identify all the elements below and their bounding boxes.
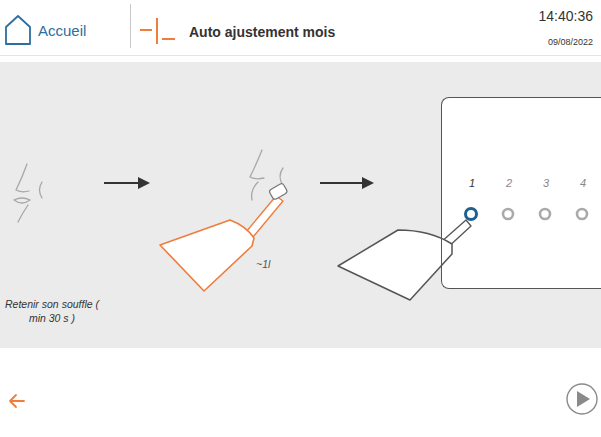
- device-panel-fill: [441, 97, 601, 289]
- port-circle: [540, 209, 550, 219]
- step-arrowhead: [138, 177, 150, 189]
- port-number: 2: [506, 177, 512, 189]
- face-holding-breath: [14, 164, 42, 222]
- port-circle: [577, 209, 587, 219]
- device-panel: 1 2 3 4: [441, 97, 601, 289]
- home-link: Accueil: [38, 22, 86, 39]
- step-arrow: [104, 182, 142, 184]
- mode-icon: [140, 18, 175, 44]
- port-circle: [503, 209, 513, 219]
- port-number: 4: [580, 177, 586, 189]
- screen-title: Auto ajustement mois: [189, 24, 335, 40]
- step-arrow: [320, 182, 366, 184]
- play-button: [567, 384, 597, 414]
- port-number: 1: [469, 177, 475, 189]
- back-arrow: [10, 395, 24, 407]
- clock-time: 14:40:36: [539, 8, 594, 24]
- breath-bag-filling: [160, 183, 288, 291]
- home-icon: [6, 16, 30, 44]
- clock-date: 09/08/2022: [548, 37, 593, 47]
- step-arrowhead: [362, 177, 374, 189]
- volume-note: ~1l: [256, 258, 270, 270]
- port-number: 3: [543, 177, 549, 189]
- port-circle-active: [466, 209, 477, 220]
- play-icon: [577, 391, 590, 407]
- instruction-note: Retenir son souffle ( min 30 s ): [2, 297, 102, 325]
- header-rule: [0, 55, 601, 56]
- breath-bag-connected: [338, 220, 471, 300]
- header-divider: [130, 4, 131, 48]
